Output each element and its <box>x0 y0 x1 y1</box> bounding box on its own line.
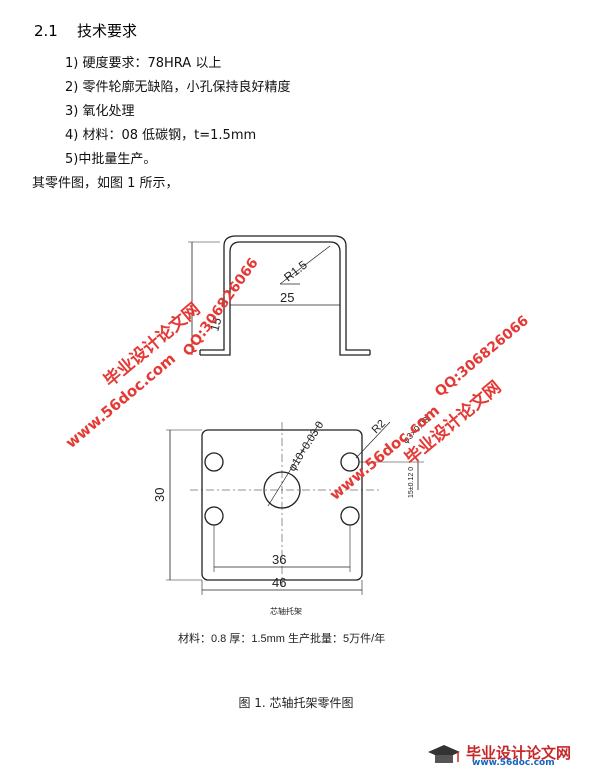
requirement-4: 4) 材料：08 低碳钢，t=1.5mm <box>65 128 257 143</box>
drawing-part-label: 芯轴托架 <box>270 606 302 616</box>
figure-caption: 图 1. 芯轴托架零件图 <box>238 696 354 710</box>
requirement-3: 3) 氧化处理 <box>65 104 135 119</box>
section-heading: 2.1 技术要求 <box>34 20 137 41</box>
dim-46: 46 <box>272 575 286 590</box>
dim-r1-5: R1.5 <box>281 258 310 285</box>
footer-logo: 毕业设计论文网 www.56doc.com <box>422 742 584 768</box>
section-title: 技术要求 <box>76 22 137 40</box>
requirement-5: 5)中批量生产。 <box>65 152 157 167</box>
requirement-2: 2) 零件轮廓无缺陷，小孔保持良好精度 <box>65 80 291 95</box>
dim-25: 25 <box>280 290 294 305</box>
dim-30: 30 <box>152 488 167 502</box>
footer-logo-url: www.56doc.com <box>472 758 555 768</box>
dim-phi10: φ10+0.03 0 <box>286 419 326 473</box>
logo-graduation-icon <box>428 745 460 763</box>
dim-15: 15 <box>207 316 224 333</box>
dim-15-offset: 15±0.12 0 <box>408 467 415 498</box>
dim-r2: R2 <box>370 418 388 436</box>
part-drawing: 25 R1.5 15 30 φ10+0.03 0 R2 φ3×0.03 15±0… <box>152 235 431 645</box>
requirement-1: 1) 硬度要求：78HRA 以上 <box>65 56 222 71</box>
intro-text: 其零件图，如图 1 所示， <box>32 176 179 191</box>
section-number: 2.1 <box>34 22 58 40</box>
dim-36: 36 <box>272 552 286 567</box>
drawing-notes: 材料：0.8 厚：1.5mm 生产批量：5万件/年 <box>178 631 385 645</box>
footer-logo-name: 毕业设计论文网 <box>466 744 572 762</box>
